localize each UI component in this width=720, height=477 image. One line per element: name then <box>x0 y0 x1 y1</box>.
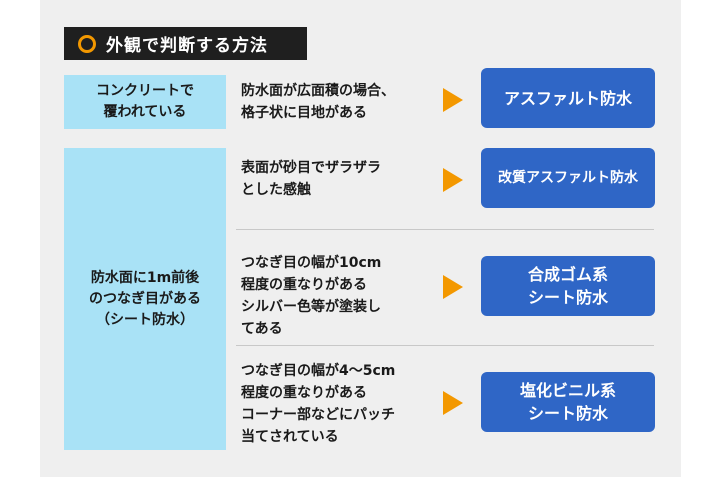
category-label-line: 防水面に1m前後 <box>90 269 200 286</box>
description-line: つなぎ目の幅が10cm <box>241 255 382 271</box>
description-line: つなぎ目の幅が4〜5cm <box>241 363 396 379</box>
row-description: 表面が砂目でザラザラ とした感触 <box>241 157 381 201</box>
description-line: 当てされている <box>241 429 339 445</box>
result-label-line: 改質アスファルト防水 <box>498 169 638 186</box>
category-label-line: （シート防水） <box>96 311 194 328</box>
description-line: シルバー色等が塗装し <box>241 299 381 315</box>
result-label-line: アスファルト防水 <box>503 88 632 108</box>
description-line: コーナー部などにパッチ <box>241 407 395 423</box>
description-line: とした感触 <box>241 182 311 198</box>
category-label-line: のつなぎ目がある <box>89 290 201 307</box>
description-line: 表面が砂目でザラザラ <box>241 160 381 176</box>
row-divider <box>236 229 654 230</box>
row-description: 防水面が広面積の場合、 格子状に目地がある <box>241 80 395 124</box>
description-line: 防水面が広面積の場合、 <box>241 83 395 99</box>
description-line: 程度の重なりがある <box>241 385 367 401</box>
category-sheet-waterproofing: 防水面に1m前後 のつなぎ目がある （シート防水） <box>64 148 226 450</box>
description-line: 程度の重なりがある <box>241 277 367 293</box>
result-label-line: シート防水 <box>527 404 608 423</box>
category-label-line: コンクリートで <box>96 83 194 99</box>
result-modified-asphalt: 改質アスファルト防水 <box>481 148 655 208</box>
arrow-right-icon <box>443 275 463 299</box>
result-label-line: シート防水 <box>527 288 608 307</box>
row-description: つなぎ目の幅が10cm 程度の重なりがある シルバー色等が塗装し てある <box>241 252 381 340</box>
result-label-line: 合成ゴム系 <box>527 265 608 284</box>
arrow-right-icon <box>443 88 463 112</box>
result-synthetic-rubber-sheet: 合成ゴム系 シート防水 <box>481 256 655 316</box>
description-line: てある <box>241 321 283 337</box>
result-pvc-sheet: 塩化ビニル系 シート防水 <box>481 372 655 432</box>
category-concrete: コンクリートで 覆われている <box>64 75 226 129</box>
category-label-line: 覆われている <box>103 104 187 120</box>
circle-icon <box>78 34 96 53</box>
section-title-text: 外観で判断する方法 <box>106 36 268 56</box>
result-asphalt: アスファルト防水 <box>481 68 655 128</box>
section-title: 外観で判断する方法 <box>64 27 307 60</box>
description-line: 格子状に目地がある <box>241 105 367 121</box>
arrow-right-icon <box>443 168 463 192</box>
row-divider <box>236 345 654 346</box>
result-label-line: 塩化ビニル系 <box>519 381 616 400</box>
arrow-right-icon <box>443 391 463 415</box>
row-description: つなぎ目の幅が4〜5cm 程度の重なりがある コーナー部などにパッチ 当てされて… <box>241 360 395 448</box>
